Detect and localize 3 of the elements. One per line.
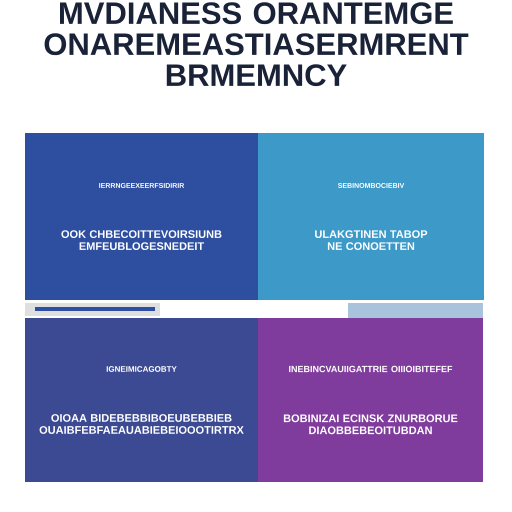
title: MVDIANESS ORANTEMGE ONAREMEASTIASERMRENT BRMEMNCY	[44, 2, 468, 86]
info-panel: INEBINCVAUIIGATTRIE OIIIOIBITEFEF BOBINIZAI ECINSK ZNURBORUE DIAOBBEBEOITUBDAN	[258, 318, 483, 482]
info-panel: IGNEIMICAGOBTY OIOAA BIDEBEBBIBOEUBEBBIEB OUAIBFEBFAEAUABIEBEIOOOTIRTRX	[25, 318, 258, 482]
